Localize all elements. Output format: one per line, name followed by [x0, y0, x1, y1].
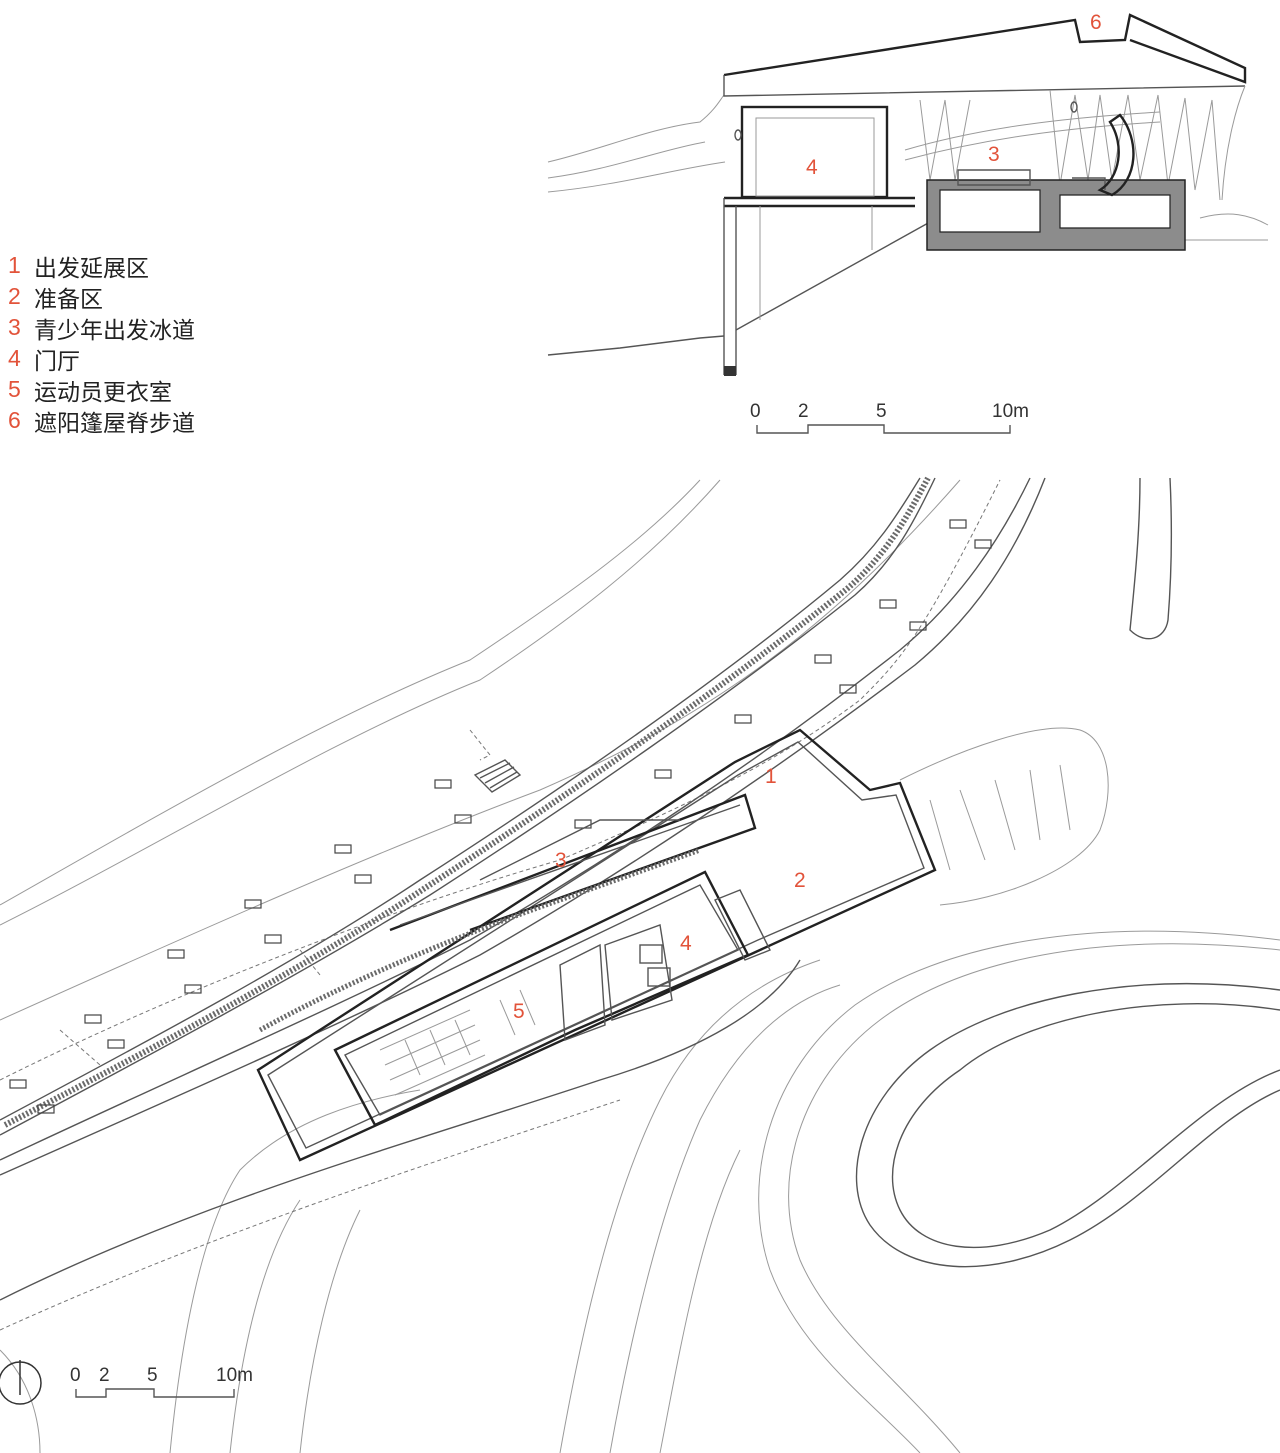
legend-number: 5	[8, 376, 21, 402]
legend-text: 出发延展区	[34, 254, 149, 281]
legend-text: 准备区	[34, 285, 103, 312]
track-posts	[9, 519, 992, 1114]
legend-text: 门厅	[34, 347, 80, 374]
plan-scale-10m: 10m	[216, 1365, 253, 1386]
legend-text: 运动员更衣室	[34, 378, 172, 405]
legend-item: 6 遮阳篷屋脊步道	[8, 405, 195, 436]
section-label-6: 6	[1090, 11, 1102, 34]
plan-label-3: 3	[555, 849, 567, 872]
section-scale-5: 5	[876, 401, 887, 422]
plan-scale-5: 5	[147, 1365, 158, 1386]
legend-item: 4 门厅	[8, 343, 195, 374]
section-scale-bar: 0 2 5 10m	[750, 401, 1029, 434]
plan-scale-0: 0	[70, 1365, 81, 1386]
section-scale-0: 0	[750, 401, 761, 422]
north-arrow-icon	[0, 1360, 42, 1405]
legend-number: 4	[8, 345, 21, 371]
legend-number: 6	[8, 407, 21, 433]
section-label-4: 4	[806, 156, 818, 179]
plan-label-1: 1	[765, 765, 777, 788]
legend-text: 青少年出发冰道	[34, 316, 195, 343]
section-scale-2: 2	[798, 401, 809, 422]
site-plan: 1 2 3 4 5	[0, 476, 1280, 1453]
plan-label-5: 5	[513, 1000, 525, 1023]
section-label-3: 3	[988, 143, 1000, 166]
legend-number: 1	[8, 252, 21, 278]
legend-item: 3 青少年出发冰道	[8, 312, 195, 343]
plan-scale-2: 2	[99, 1365, 110, 1386]
plan-label-2: 2	[794, 869, 806, 892]
legend-text: 遮阳篷屋脊步道	[34, 409, 195, 436]
section-scale-10m: 10m	[992, 401, 1029, 422]
legend-item: 2 准备区	[8, 281, 195, 312]
legend-item: 1 出发延展区	[8, 250, 195, 281]
legend-number: 2	[8, 283, 21, 309]
section-drawing: 6 4 3	[547, 11, 1269, 376]
legend-item: 5 运动员更衣室	[8, 374, 195, 405]
legend: 1 出发延展区 2 准备区 3 青少年出发冰道 4 门厅 5 运动员更衣室 6 …	[8, 250, 195, 436]
plan-label-4: 4	[680, 932, 692, 955]
legend-number: 3	[8, 314, 21, 340]
plan-scale-bar: 0 2 5 10m	[70, 1365, 253, 1398]
